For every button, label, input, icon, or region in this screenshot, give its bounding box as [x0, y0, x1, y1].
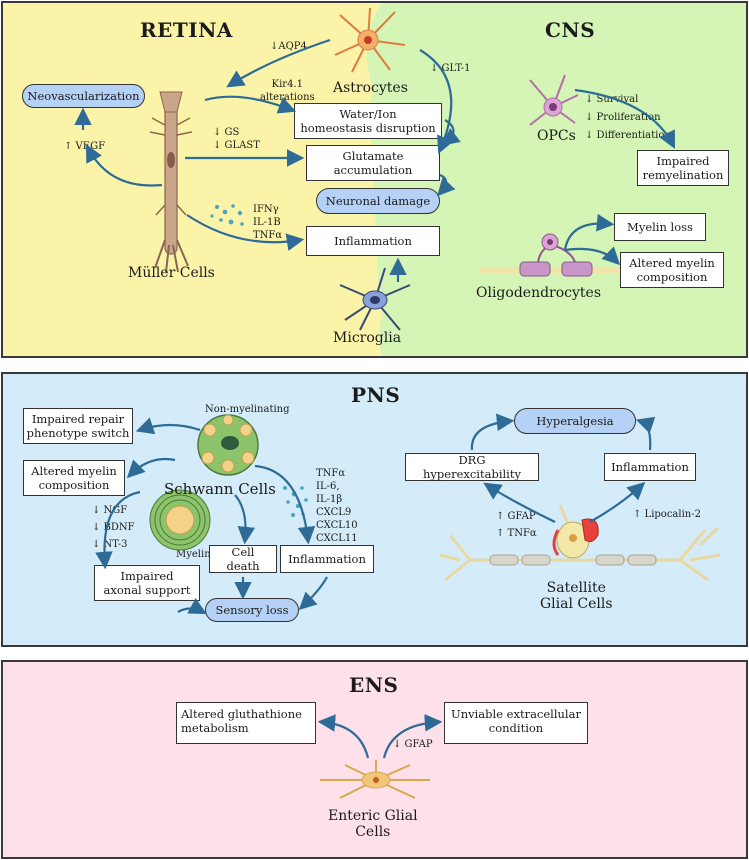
ens-title: ENS: [349, 673, 399, 697]
sgc-inflammation-box: Inflammation: [604, 453, 696, 481]
inflammation-box: Inflammation: [306, 226, 440, 256]
vegf-label: ↑ VEGF: [64, 141, 106, 152]
altered-myelin-box: Altered myelin composition: [620, 252, 724, 288]
impaired-repair-box: Impaired repair phenotype switch: [23, 408, 133, 444]
extracellular-box: Unviable extracellular condition: [444, 702, 588, 744]
pns-inflammation-box: Inflammation: [280, 545, 374, 573]
gfap-tnf-label: ↑ GFAP ↑ TNFα: [496, 511, 537, 539]
pns-cytokines-label: TNFα IL-6, IL-1β CXCL9 CXCL10 CXCL11: [316, 468, 358, 544]
myelin-loss-box: Myelin loss: [614, 213, 706, 241]
opc-proliferation-label: ↓ Proliferation: [585, 112, 661, 123]
glt1-label: ↓ GLT-1: [430, 63, 471, 74]
cell-death-box: Cell death: [209, 545, 277, 573]
aqp4-label: ↓AQP4: [270, 41, 307, 52]
opc-differentiation-label: ↓ Differentiation: [585, 130, 671, 141]
muller-cells-label: Müller Cells: [128, 265, 215, 281]
hyperalgesia-pill: Hyperalgesia: [514, 408, 636, 434]
microglia-label: Microglia: [333, 330, 402, 346]
satellite-glial-label: Satellite Glial Cells: [540, 580, 613, 612]
ens-gfap-label: ↓ GFAP: [393, 739, 433, 750]
cns-title: CNS: [545, 18, 596, 42]
ens-panel: [1, 660, 748, 859]
impaired-axonal-box: Impaired axonal support: [94, 565, 200, 601]
gs-glast-label: ↓ GS ↓ GLAST: [213, 127, 260, 151]
enteric-glial-label: Enteric Glial Cells: [328, 808, 418, 840]
lipocalin-label: ↑ Lipocalin-2: [633, 509, 701, 520]
glutathione-box: Altered gluthathione metabolism: [176, 702, 316, 744]
neuronal-damage-pill: Neuronal damage: [316, 188, 440, 214]
retina-title: RETINA: [140, 18, 233, 42]
sensory-loss-pill: Sensory loss: [205, 598, 299, 622]
schwann-cells-label: Schwann Cells: [164, 480, 276, 498]
neovascularization-pill: Neovascularization: [22, 84, 145, 108]
myelinating-label: Myelinating: [176, 549, 237, 560]
oligodendrocytes-label: Oligodendrocytes: [476, 285, 602, 301]
impaired-remyelination-box: Impaired remyelination: [637, 150, 729, 186]
water-ion-box: Water/Ion homeostasis disruption: [294, 103, 442, 139]
cytokines-label: IFNγ IL-1B TNFα: [253, 204, 283, 241]
opcs-label: OPCs: [537, 128, 576, 144]
glutamate-box: Glutamate accumulation: [306, 145, 440, 181]
neurotrophins-label: ↓ NGF ↓ BDNF ↓ NT-3: [92, 505, 135, 550]
opc-survival-label: ↓ Survival: [585, 94, 639, 105]
astrocytes-label: Astrocytes: [333, 80, 408, 96]
drg-box: DRG hyperexcitability: [405, 453, 539, 481]
pns-title: PNS: [351, 383, 401, 407]
non-myelinating-label: Non-myelinating: [205, 404, 290, 415]
pns-altered-myelin-box: Altered myelin composition: [23, 460, 125, 496]
